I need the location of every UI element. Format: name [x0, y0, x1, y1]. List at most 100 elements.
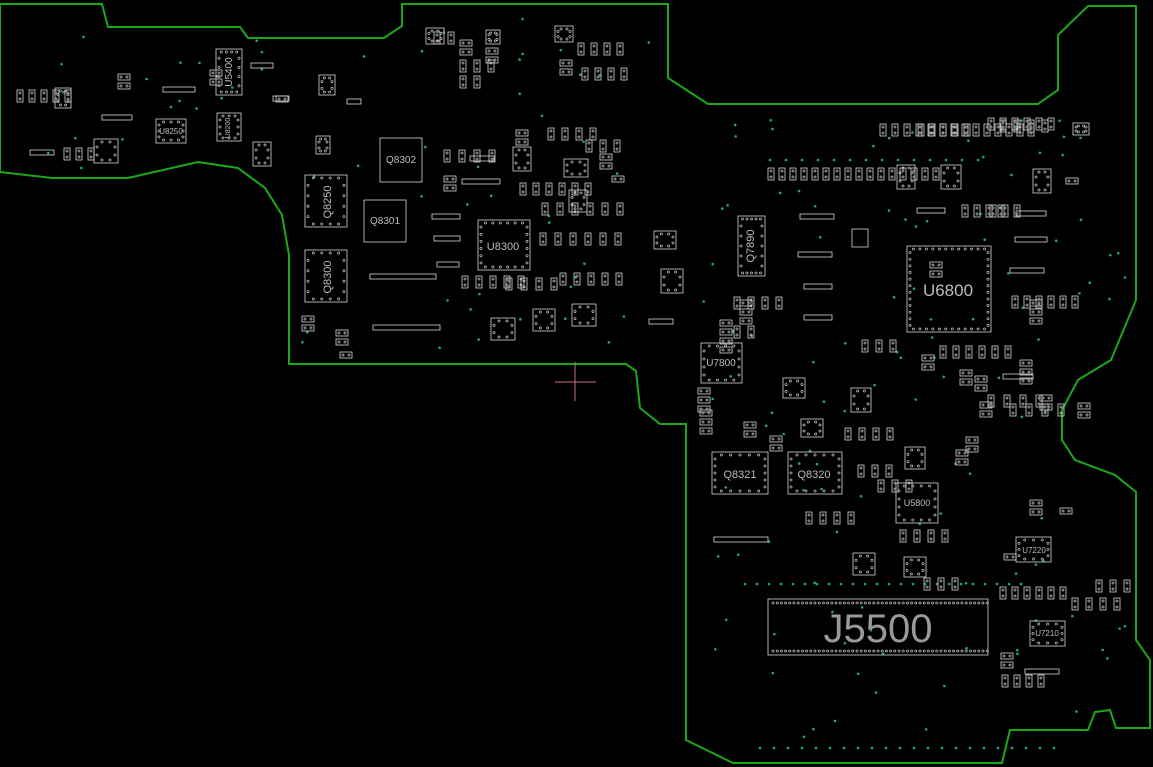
via [843, 341, 847, 345]
pad [475, 83, 479, 87]
small-ic-pad [573, 317, 577, 321]
small-ic-pad [814, 432, 818, 436]
pad [579, 50, 583, 54]
ic-u5400-pad [237, 66, 241, 69]
mosfet-q8321-pad [757, 453, 761, 457]
connector-strip [797, 251, 833, 258]
small-ic-pad [942, 171, 946, 175]
ic-u8300-pad [498, 265, 502, 269]
ic-u5400-pad [235, 50, 239, 54]
passive [443, 175, 457, 183]
via [814, 746, 818, 750]
ic-u5400-pad [219, 50, 223, 54]
pad [65, 149, 69, 153]
pad [973, 447, 977, 451]
small-ic-pad [492, 323, 496, 327]
pad [1005, 402, 1009, 406]
pad [1043, 411, 1047, 415]
passive [615, 272, 623, 286]
j5500-pin [901, 649, 905, 653]
pad [1001, 594, 1005, 598]
via [758, 746, 762, 750]
j5500-pin [859, 649, 863, 653]
pad [1027, 411, 1031, 415]
ic-u7800-pad [737, 365, 741, 369]
pad [879, 487, 883, 491]
passive [573, 272, 581, 286]
via [965, 646, 968, 650]
pad [477, 277, 481, 281]
via [925, 219, 929, 223]
ic-u6800-pad [986, 317, 990, 321]
pad [1011, 411, 1015, 415]
pad [445, 177, 449, 181]
pad [460, 157, 464, 161]
mosfet-q8320-pad [837, 485, 841, 489]
passive [301, 324, 315, 332]
j5500-pin [880, 601, 884, 605]
pad [893, 131, 897, 135]
ic-u5400-pad [217, 66, 221, 69]
small-ic [850, 387, 872, 413]
passive [545, 182, 553, 196]
pad [741, 301, 745, 305]
pad [1039, 682, 1043, 686]
ic-u7210-pad [1054, 641, 1058, 645]
ic-u6800-pad [986, 284, 990, 288]
passive [594, 67, 602, 81]
via [1101, 648, 1105, 652]
via [230, 86, 234, 89]
pad [963, 206, 967, 210]
pad [1011, 555, 1015, 559]
via [997, 376, 1001, 380]
passive [955, 458, 969, 466]
via [968, 472, 972, 475]
pad [807, 513, 811, 517]
via [771, 127, 774, 131]
pad [1003, 682, 1007, 686]
via [864, 158, 868, 162]
small-ic [512, 146, 532, 172]
small-ic-pad [573, 309, 577, 313]
pad [1073, 605, 1077, 609]
via [820, 487, 823, 491]
passive [778, 167, 786, 181]
via [1054, 239, 1058, 242]
pad [777, 298, 781, 302]
pad [699, 398, 703, 402]
j5500-pin [927, 601, 930, 605]
passive [739, 299, 753, 307]
pad [1025, 594, 1029, 598]
ic-u6800-pad [950, 247, 954, 251]
pad [763, 304, 767, 308]
j5500-pin [960, 601, 964, 605]
pad [888, 435, 892, 439]
pad [705, 398, 709, 402]
small-ic-pad [920, 460, 924, 464]
mosfet-q8300-pad [342, 258, 346, 262]
passive [999, 586, 1007, 600]
passive [616, 42, 624, 56]
small-ic-pad [108, 158, 112, 162]
small-ic-pad [546, 310, 550, 314]
j5500-pin [969, 649, 972, 653]
passive [301, 315, 315, 323]
passive [547, 127, 555, 141]
ic-u6800-pad [908, 264, 912, 268]
small-ic-pad [266, 148, 270, 152]
pad [967, 371, 971, 375]
passive [1011, 295, 1019, 309]
passive [1029, 299, 1043, 307]
via [896, 158, 900, 162]
mosfet-q8250 [304, 174, 348, 228]
pad [991, 212, 995, 216]
pad [857, 175, 861, 179]
pad [751, 423, 755, 427]
small-ic-pad [317, 140, 321, 144]
mosfet-q8320-pad [831, 489, 835, 493]
j5500-pin [939, 649, 943, 653]
mosfet-q8320-pad [837, 464, 841, 468]
pad [929, 537, 933, 541]
via [843, 409, 847, 413]
